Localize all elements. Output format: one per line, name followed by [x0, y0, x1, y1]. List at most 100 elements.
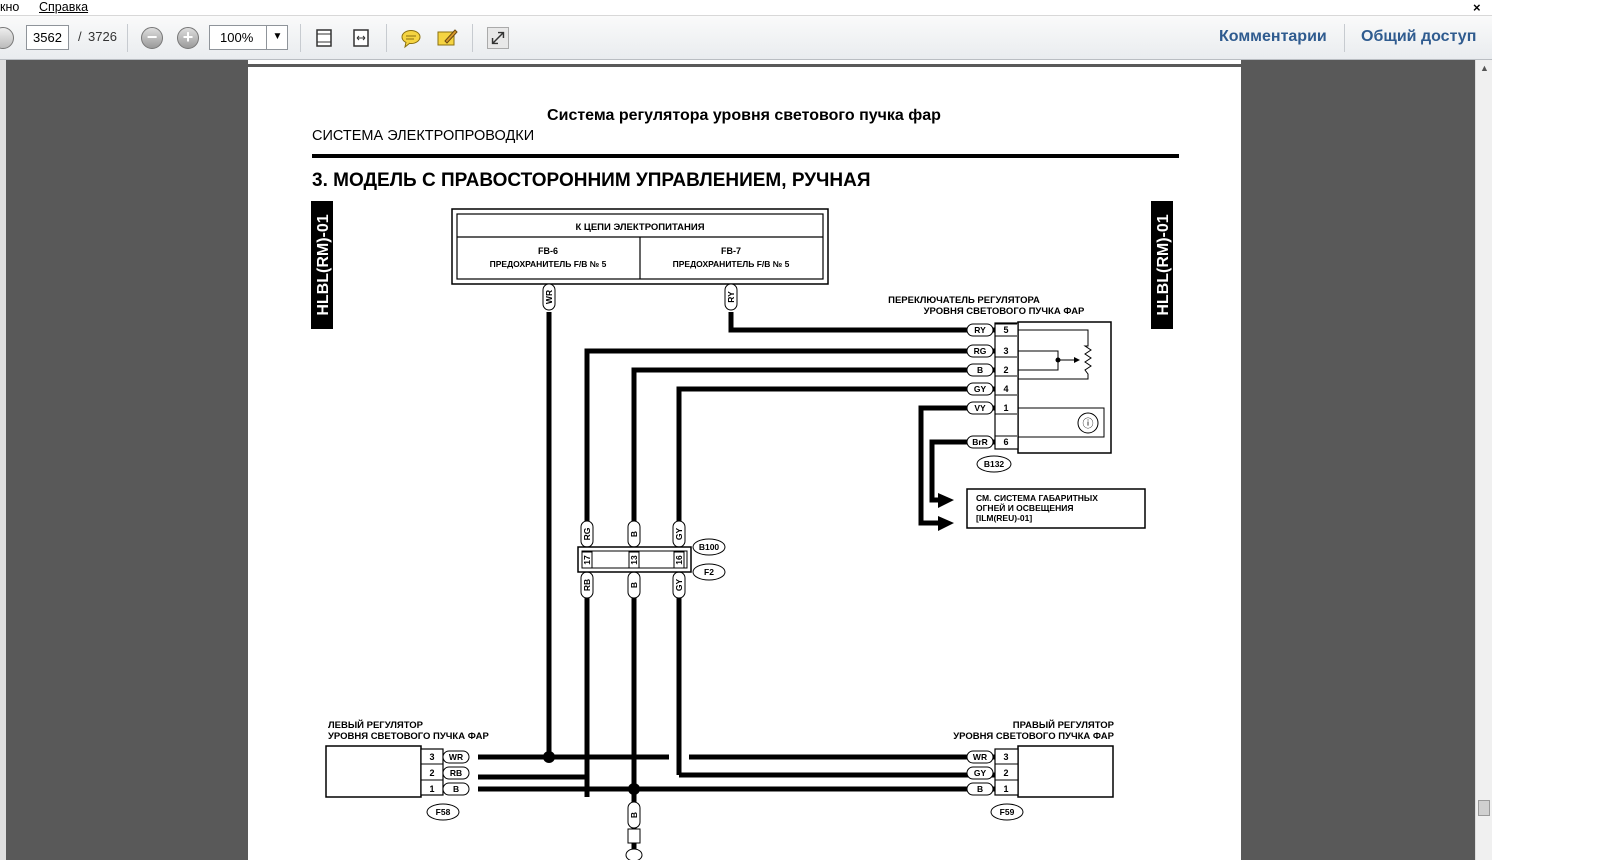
svg-text:К ЦЕПИ ЭЛЕКТРОПИТАНИЯ: К ЦЕПИ ЭЛЕКТРОПИТАНИЯ	[575, 222, 704, 233]
svg-text:ПЕРЕКЛЮЧАТЕЛЬ РЕГУЛЯТОРА: ПЕРЕКЛЮЧАТЕЛЬ РЕГУЛЯТОРА	[888, 295, 1040, 306]
svg-text:2: 2	[429, 768, 434, 778]
ground-connector	[627, 828, 641, 844]
svg-text:B: B	[453, 784, 459, 794]
svg-text:FB-6: FB-6	[538, 246, 558, 256]
svg-text:B: B	[629, 582, 639, 588]
fullscreen-icon[interactable]	[487, 27, 509, 49]
svg-text:B: B	[629, 812, 639, 818]
menu-item-help[interactable]: Справка	[39, 0, 89, 14]
arrow-icon	[938, 493, 954, 531]
toolbar-divider	[472, 24, 473, 52]
page-total: 3726	[88, 29, 117, 44]
svg-text:HLBL(RM)-01: HLBL(RM)-01	[1155, 214, 1172, 315]
svg-text:ЛЕВЫЙ РЕГУЛЯТОР: ЛЕВЫЙ РЕГУЛЯТОР	[328, 719, 424, 731]
svg-text:ПРЕДОХРАНИТЕЛЬ F/B № 5: ПРЕДОХРАНИТЕЛЬ F/B № 5	[673, 259, 790, 269]
svg-text:WR: WR	[544, 290, 554, 304]
page-number-input[interactable]: 3562	[26, 25, 69, 50]
fit-page-icon[interactable]	[313, 27, 335, 49]
menu-item-window[interactable]: кно	[0, 0, 20, 14]
svg-text:HLBL(RM)-01: HLBL(RM)-01	[315, 214, 332, 315]
svg-text:RB: RB	[582, 579, 592, 591]
toolbar: 3562 / 3726 − + 100% ▼ Комментарии Общий…	[0, 16, 1492, 60]
zoom-in-icon[interactable]: +	[177, 27, 199, 49]
svg-text:ⓘ: ⓘ	[1083, 417, 1094, 430]
menu-bar: кно Справка ×	[0, 0, 1492, 16]
switch-wire-labels: RY RG B GY VY BrR	[966, 323, 994, 449]
svg-text:13: 13	[629, 555, 639, 565]
scroll-thumb[interactable]	[1478, 800, 1490, 816]
section-title: СИСТЕМА ЭЛЕКТРОПРОВОДКИ	[312, 128, 534, 144]
toolbar-divider	[127, 24, 128, 52]
svg-text:F59: F59	[1000, 807, 1015, 817]
chevron-down-icon[interactable]: ▼	[266, 25, 288, 50]
svg-text:3: 3	[1003, 346, 1008, 356]
svg-text:6: 6	[1003, 437, 1008, 447]
svg-text:RB: RB	[450, 768, 462, 778]
zoom-select[interactable]: 100%	[209, 25, 288, 50]
previous-page-edge	[248, 60, 1241, 64]
svg-text:RY: RY	[726, 291, 736, 303]
svg-text:3: 3	[1003, 752, 1008, 762]
left-regulator: ЛЕВЫЙ РЕГУЛЯТОР УРОВНЯ СВЕТОВОГО ПУЧКА Ф…	[325, 719, 489, 821]
wire-labels: WR RY RG B GY RB B GY B	[542, 283, 738, 829]
splice-b	[628, 783, 640, 795]
diagram-heading: 3. МОДЕЛЬ С ПРАВОСТОРОННИМ УПРАВЛЕНИЕМ, …	[312, 170, 871, 191]
svg-text:RG: RG	[582, 527, 592, 540]
svg-text:5: 5	[1003, 325, 1008, 335]
side-tag-left: HLBL(RM)-01	[311, 201, 333, 329]
left-panel-handle[interactable]	[0, 60, 6, 860]
svg-text:F58: F58	[436, 807, 451, 817]
svg-text:B: B	[629, 531, 639, 537]
svg-text:4: 4	[1003, 384, 1008, 394]
scroll-up-icon[interactable]: ▲	[1480, 63, 1489, 73]
right-regulator: ПРАВЫЙ РЕГУЛЯТОР УРОВНЯ СВЕТОВОГО ПУЧКА …	[953, 719, 1115, 821]
fit-width-icon[interactable]	[350, 27, 372, 49]
ground-terminal	[625, 848, 643, 860]
toolbar-divider	[386, 24, 387, 52]
connector-b132-label: B132	[984, 459, 1005, 469]
highlight-icon[interactable]	[436, 27, 458, 49]
svg-text:3: 3	[429, 752, 434, 762]
comment-icon[interactable]	[400, 27, 422, 49]
svg-text:1: 1	[1003, 784, 1008, 794]
splice-wr	[543, 751, 555, 763]
connector-b132	[976, 455, 1012, 473]
close-icon[interactable]: ×	[1473, 0, 1481, 15]
svg-text:GY: GY	[974, 768, 987, 778]
svg-text:2: 2	[1003, 768, 1008, 778]
svg-text:1: 1	[1003, 403, 1008, 413]
svg-text:GY: GY	[974, 384, 987, 394]
svg-text:УРОВНЯ СВЕТОВОГО ПУЧКА ФАР: УРОВНЯ СВЕТОВОГО ПУЧКА ФАР	[953, 731, 1114, 742]
page-separator: /	[78, 29, 82, 44]
svg-text:GY: GY	[674, 579, 684, 592]
pdf-page: Система регулятора уровня светового пучк…	[248, 67, 1241, 860]
svg-text:BrR: BrR	[972, 437, 988, 447]
svg-text:WR: WR	[973, 752, 987, 762]
header-rule	[312, 154, 1179, 158]
page-title: Система регулятора уровня светового пучк…	[547, 107, 941, 124]
toolbar-divider	[1344, 24, 1345, 52]
power-supply-box: К ЦЕПИ ЭЛЕКТРОПИТАНИЯ FB-6 ПРЕДОХРАНИТЕЛ…	[451, 208, 829, 285]
junction-connector-b100: 17 13 16 B100 F2	[577, 538, 726, 581]
page-down-icon[interactable]	[0, 27, 14, 49]
vertical-scrollbar[interactable]: ▲	[1475, 60, 1492, 860]
zoom-out-icon[interactable]: −	[141, 27, 163, 49]
svg-text:B: B	[977, 784, 983, 794]
beam-level-switch: ПЕРЕКЛЮЧАТЕЛЬ РЕГУЛЯТОРА УРОВНЯ СВЕТОВОГ…	[888, 295, 1112, 454]
svg-text:ПРЕДОХРАНИТЕЛЬ F/B № 5: ПРЕДОХРАНИТЕЛЬ F/B № 5	[490, 259, 607, 269]
toolbar-divider	[300, 24, 301, 52]
reference-box: СМ. СИСТЕМА ГАБАРИТНЫХ ОГНЕЙ И ОСВЕЩЕНИЯ…	[966, 488, 1146, 529]
comments-button[interactable]: Комментарии	[1219, 28, 1327, 45]
side-tag-right: HLBL(RM)-01	[1151, 201, 1173, 329]
svg-text:УРОВНЯ СВЕТОВОГО ПУЧКА ФАР: УРОВНЯ СВЕТОВОГО ПУЧКА ФАР	[924, 306, 1085, 317]
svg-text:2: 2	[1003, 365, 1008, 375]
svg-text:17: 17	[582, 555, 592, 565]
svg-text:ПРАВЫЙ РЕГУЛЯТОР: ПРАВЫЙ РЕГУЛЯТОР	[1013, 719, 1115, 731]
svg-text:RG: RG	[974, 346, 987, 356]
switch-pins: 5 3 2 4 1 6	[995, 323, 1017, 447]
svg-text:B100: B100	[699, 542, 720, 552]
share-button[interactable]: Общий доступ	[1361, 28, 1477, 45]
svg-text:VY: VY	[974, 403, 986, 413]
svg-text:FB-7: FB-7	[721, 246, 741, 256]
svg-text:ОГНЕЙ И ОСВЕЩЕНИЯ: ОГНЕЙ И ОСВЕЩЕНИЯ	[976, 502, 1073, 513]
